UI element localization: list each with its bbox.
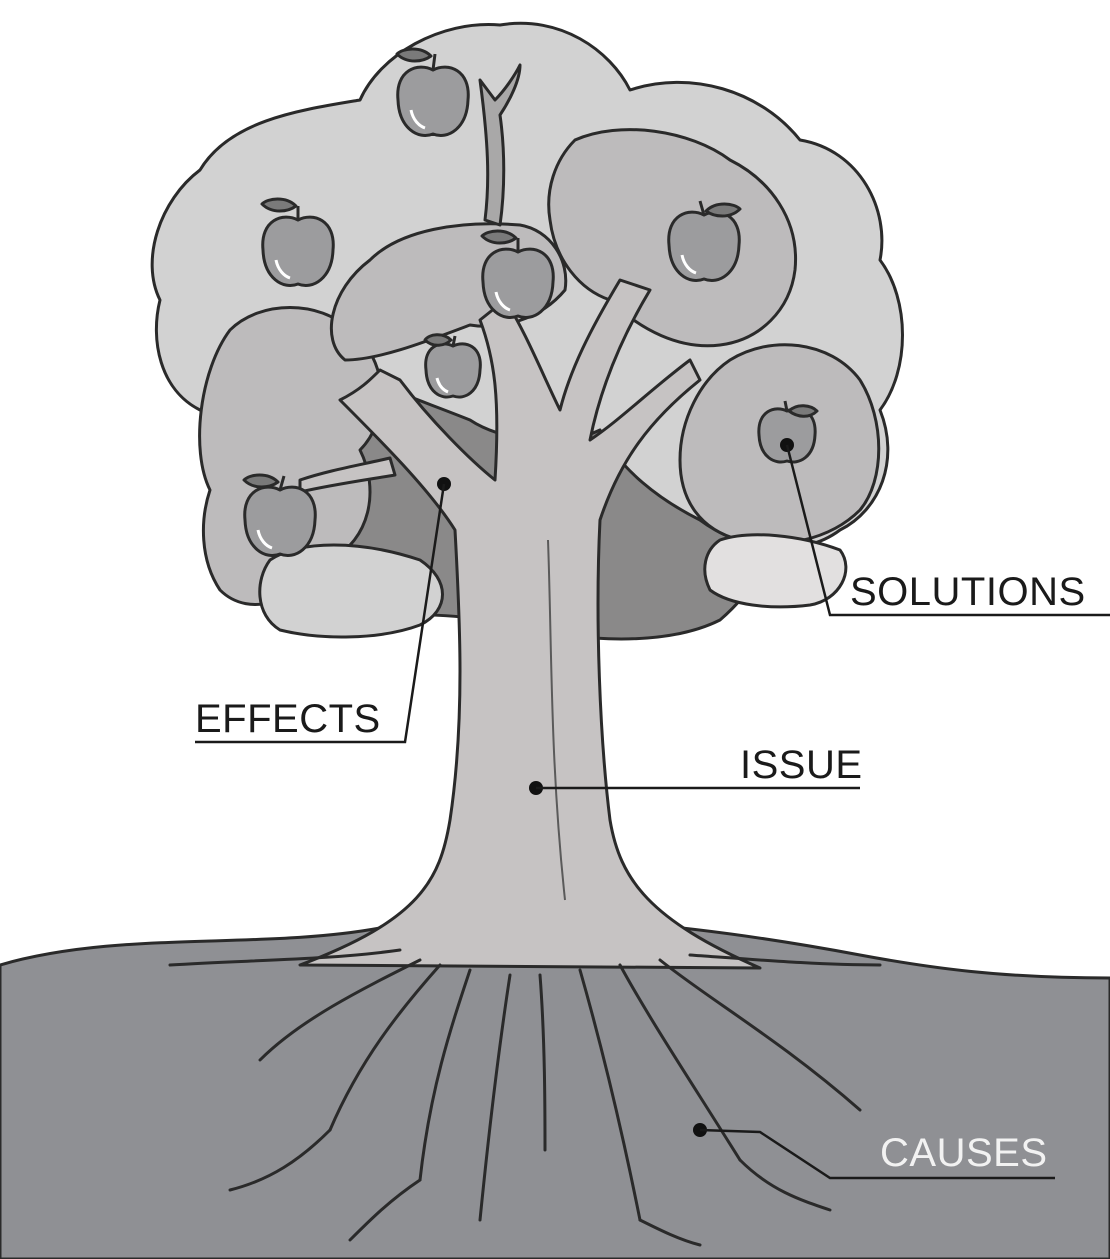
leaf-icon [244,475,278,487]
label-causes: CAUSES [880,1131,1048,1175]
label-issue: ISSUE [740,743,863,787]
label-effects: EFFECTS [195,697,381,741]
leaf-icon [262,199,296,211]
ground [0,918,1110,1259]
leaf-icon [397,49,431,61]
leaf-icon [425,335,451,346]
label-solutions: SOLUTIONS [850,570,1086,614]
canopy-left-lower [260,545,443,637]
leaf-icon [706,204,740,216]
leaf-icon [482,231,516,243]
leaf-icon [789,406,817,417]
